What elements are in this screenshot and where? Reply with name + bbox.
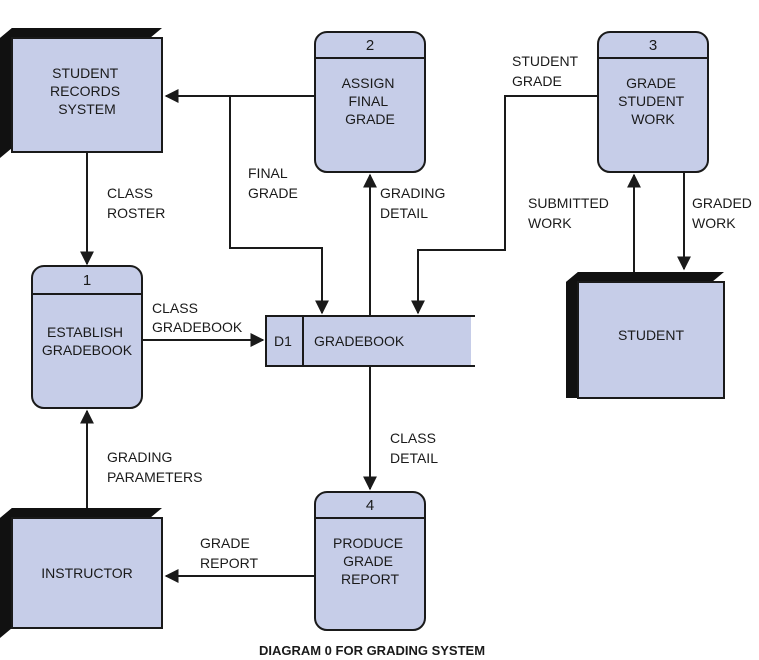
label-grading-detail-2: DETAIL xyxy=(380,205,428,221)
svg-text:4: 4 xyxy=(366,497,374,514)
label-graded-work-1: GRADED xyxy=(692,195,752,211)
svg-text:STUDENT GRADE: STUDENT GRADE xyxy=(512,53,582,89)
entity-student: STUDENT xyxy=(566,272,725,399)
svg-text:GRADING PARAMETERS: GRADING PARAMETERS xyxy=(107,449,202,485)
process-2-assign-final-grade: 2 ASSIGN FINAL GRADE xyxy=(314,31,426,173)
svg-text:D1: D1 xyxy=(274,333,292,349)
svg-text:GRADE REPORT: GRADE REPORT xyxy=(200,535,259,571)
svg-text:GRADE STUDENT WORK: GRADE STUDENT WORK xyxy=(618,75,688,127)
label-class-detail-1: CLASS xyxy=(390,430,436,446)
svg-text:1: 1 xyxy=(83,272,91,289)
label-graded-work-2: WORK xyxy=(692,215,736,231)
process-1-establish-gradebook: 1 ESTABLISH GRADEBOOK xyxy=(31,265,143,409)
svg-text:3: 3 xyxy=(649,37,657,54)
svg-text:GRADED WORK: GRADED WORK xyxy=(692,195,756,231)
label-class-roster-2: ROSTER xyxy=(107,205,165,221)
label-submitted-work-1: SUBMITTED xyxy=(528,195,609,211)
datastore-d1-gradebook: D1 GRADEBOOK xyxy=(265,315,477,367)
svg-text:GRADEBOOK: GRADEBOOK xyxy=(314,333,405,349)
svg-text:FINAL GRADE: FINAL GRADE xyxy=(248,165,298,201)
svg-text:STUDENT: STUDENT xyxy=(618,327,685,343)
diagram-caption: DIAGRAM 0 FOR GRADING SYSTEM xyxy=(259,643,485,658)
label-final-grade-2: GRADE xyxy=(248,185,298,201)
label-grading-detail-1: GRADING xyxy=(380,185,445,201)
svg-text:CLASS GRADEBOOK: CLASS GRADEBOOK xyxy=(152,300,243,335)
svg-text:CLASS ROSTER: CLASS ROSTER xyxy=(107,185,165,221)
label-grade-report-2: REPORT xyxy=(200,555,259,571)
label-grade-report-1: GRADE xyxy=(200,535,250,551)
label-class-gradebook-2: GRADEBOOK xyxy=(152,319,243,335)
process-3-grade-student-work: 3 GRADE STUDENT WORK xyxy=(597,31,709,173)
svg-text:CLASS DETAIL: CLASS DETAIL xyxy=(390,430,440,466)
entity-student-records-system: STUDENT RECORDS SYSTEM xyxy=(0,28,163,158)
process-4-produce-grade-report: 4 PRODUCE GRADE REPORT xyxy=(314,491,426,631)
label-final-grade-1: FINAL xyxy=(248,165,288,181)
entity-instructor: INSTRUCTOR xyxy=(0,508,163,638)
label-class-detail-2: DETAIL xyxy=(390,450,438,466)
svg-text:PRODUCE GRADE REPO: PRODUCE GRADE REPORT xyxy=(333,535,407,587)
flow-final-grade-to-gradebook xyxy=(229,96,329,315)
label-submitted-work-2: WORK xyxy=(528,215,572,231)
label-class-gradebook-1: CLASS xyxy=(152,300,198,316)
svg-text:SUBMITTED WORK: SUBMITTED WORK xyxy=(528,195,613,231)
label-student-grade-2: GRADE xyxy=(512,73,562,89)
flow-student-grade xyxy=(411,95,598,315)
label-grading-parameters-2: PARAMETERS xyxy=(107,469,202,485)
svg-text:INSTRUCTOR: INSTRUCTOR xyxy=(41,565,133,581)
svg-text:2: 2 xyxy=(366,37,374,54)
svg-text:GRADING DETAIL: GRADING DETAIL xyxy=(380,185,449,221)
svg-text:STUDENT RECORDS SY: STUDENT RECORDS SYSTEM xyxy=(50,65,124,117)
svg-text:ASSIGN FINAL GRADE: ASSIGN FINAL GRADE xyxy=(342,75,399,127)
label-class-roster-1: CLASS xyxy=(107,185,153,201)
svg-text:ESTABLISH GRADEBOOK: ESTABLISH GRADEBOOK xyxy=(42,324,133,358)
label-grading-parameters-1: GRADING xyxy=(107,449,172,465)
label-student-grade-1: STUDENT xyxy=(512,53,579,69)
